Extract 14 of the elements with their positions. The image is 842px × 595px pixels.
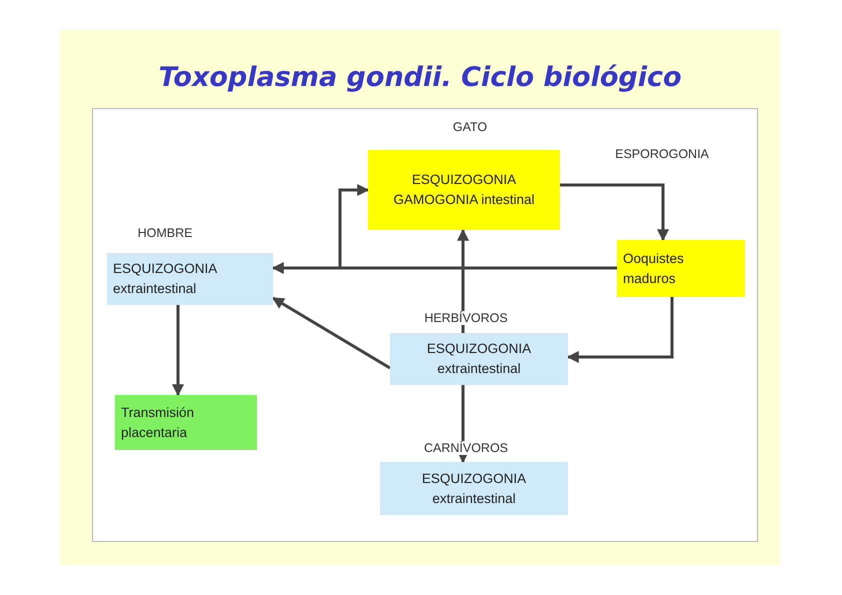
- process-box: ESQUIZOGONIA extraintestinal: [107, 253, 273, 305]
- arrow: [560, 184, 669, 242]
- process-box: ESQUIZOGONIA extraintestinal: [380, 462, 568, 515]
- process-box: ESQUIZOGONIA GAMOGONIA intestinal: [368, 150, 560, 230]
- edge-label: ESPOROGONIA: [613, 147, 711, 161]
- arrow: [338, 184, 617, 270]
- arrow: [172, 305, 184, 396]
- title: Toxoplasma gondii. Ciclo biológico: [157, 62, 683, 93]
- process-box: ESQUIZOGONIA extraintestinal: [390, 333, 568, 385]
- arrow: [272, 296, 391, 370]
- arrow: [457, 228, 469, 333]
- process-box: Ooquistes maduros: [617, 240, 745, 297]
- arrow: [566, 297, 674, 363]
- process-box: Transmisión placentaria: [115, 395, 257, 450]
